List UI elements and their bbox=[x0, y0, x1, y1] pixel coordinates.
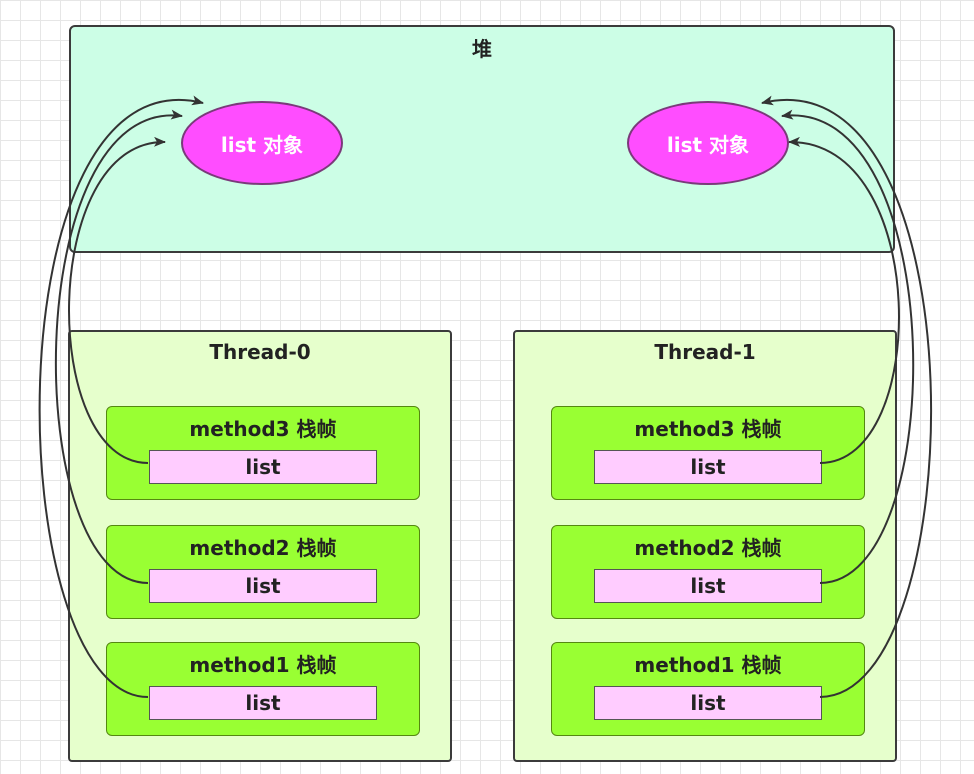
frame-title: method2 栈帧 bbox=[189, 536, 337, 560]
local-variable-list: list bbox=[594, 569, 822, 603]
heap-object-right: list 对象 bbox=[627, 101, 789, 185]
frame-title: method3 栈帧 bbox=[189, 417, 337, 441]
thread-0-title: Thread-0 bbox=[209, 340, 311, 364]
frame-title: method1 栈帧 bbox=[189, 653, 337, 677]
thread-0-frame-method2: method2 栈帧 list bbox=[106, 525, 420, 619]
frame-title: method2 栈帧 bbox=[634, 536, 782, 560]
heap-object-left: list 对象 bbox=[181, 101, 343, 185]
local-variable-list: list bbox=[149, 450, 377, 484]
heap-region: 堆 list 对象 list 对象 bbox=[69, 25, 895, 253]
local-variable-list: list bbox=[594, 686, 822, 720]
thread-1-stack: Thread-1 method3 栈帧 list method2 栈帧 list… bbox=[513, 330, 897, 762]
local-variable-list: list bbox=[594, 450, 822, 484]
thread-1-title: Thread-1 bbox=[654, 340, 756, 364]
thread-0-frame-method1: method1 栈帧 list bbox=[106, 642, 420, 736]
thread-0-stack: Thread-0 method3 栈帧 list method2 栈帧 list… bbox=[68, 330, 452, 762]
heap-title: 堆 bbox=[472, 37, 492, 61]
thread-1-frame-method1: method1 栈帧 list bbox=[551, 642, 865, 736]
local-variable-list: list bbox=[149, 569, 377, 603]
frame-title: method1 栈帧 bbox=[634, 653, 782, 677]
thread-1-frame-method3: method3 栈帧 list bbox=[551, 406, 865, 500]
local-variable-list: list bbox=[149, 686, 377, 720]
frame-title: method3 栈帧 bbox=[634, 417, 782, 441]
thread-1-frame-method2: method2 栈帧 list bbox=[551, 525, 865, 619]
thread-0-frame-method3: method3 栈帧 list bbox=[106, 406, 420, 500]
